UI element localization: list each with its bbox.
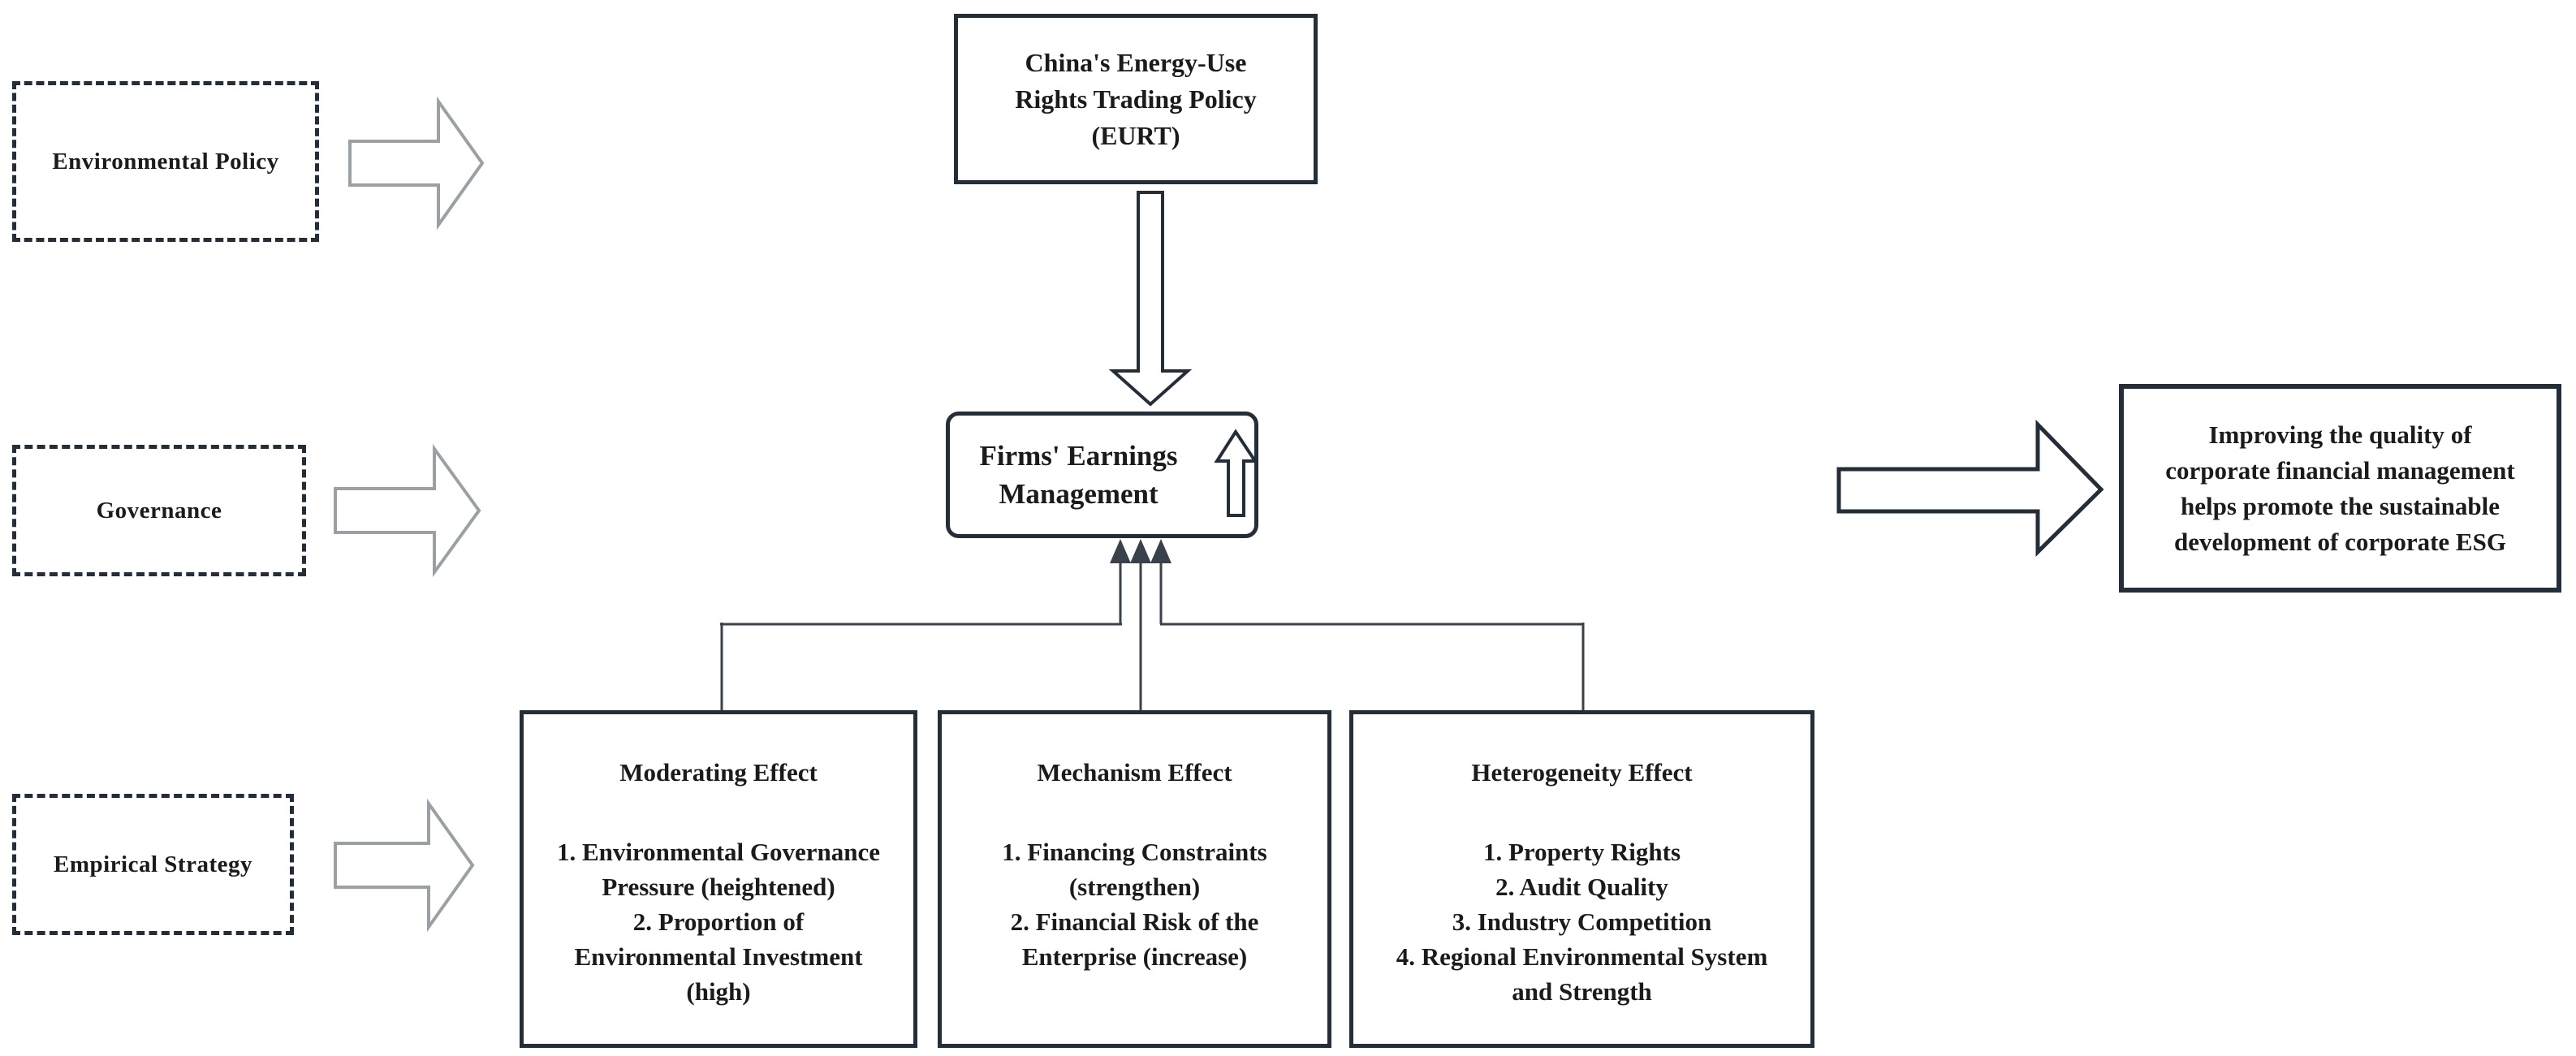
mechanism-effect-title: Mechanism Effect (1037, 758, 1232, 787)
earnings-management-box: Firms' Earnings Management (946, 412, 1258, 538)
eurt-policy-box: China's Energy-Use Rights Trading Policy… (954, 14, 1318, 184)
empirical-strategy-label-box: Empirical Strategy (12, 794, 294, 935)
moderating-effect-items: 1. Environmental Governance Pressure (he… (556, 838, 881, 1006)
heterogeneity-effect-box: Heterogeneity Effect 1. Property Rights … (1349, 710, 1814, 1048)
eurt-policy-text: China's Energy-Use Rights Trading Policy… (1015, 47, 1257, 150)
governance-arrow-icon (334, 443, 481, 578)
heterogeneity-effect-items: 1. Property Rights 2. Audit Quality 3. I… (1396, 838, 1768, 1006)
effect-arrowhead-middle-icon (1130, 539, 1151, 563)
moderating-effect-box: Moderating Effect 1. Environmental Gover… (520, 710, 917, 1048)
governance-label-box: Governance (12, 445, 306, 576)
earnings-management-text: Firms' Earnings Management (979, 440, 1178, 510)
mechanism-effect-items: 1. Financing Constraints (strengthen) 2.… (1002, 838, 1267, 971)
outcome-right-arrow-icon (1836, 419, 2104, 557)
policy-to-earnings-down-arrow-icon (1108, 191, 1193, 407)
effect-arrowhead-right-icon (1150, 539, 1171, 563)
esg-outcome-box: Improving the quality of corporate finan… (2119, 384, 2561, 593)
environmental-policy-label-box: Environmental Policy (12, 81, 319, 242)
empirical-strategy-arrow-icon (334, 798, 475, 933)
environmental-policy-label: Environmental Policy (52, 148, 279, 175)
heterogeneity-effect-title: Heterogeneity Effect (1471, 758, 1693, 787)
env-policy-arrow-icon (348, 96, 485, 231)
empirical-strategy-label: Empirical Strategy (54, 851, 252, 877)
moderating-effect-title: Moderating Effect (619, 758, 818, 787)
mechanism-effect-box: Mechanism Effect 1. Financing Constraint… (938, 710, 1331, 1048)
effect-arrowhead-left-icon (1110, 539, 1131, 563)
esg-outcome-text: Improving the quality of corporate finan… (2165, 420, 2515, 556)
governance-label: Governance (96, 497, 222, 524)
